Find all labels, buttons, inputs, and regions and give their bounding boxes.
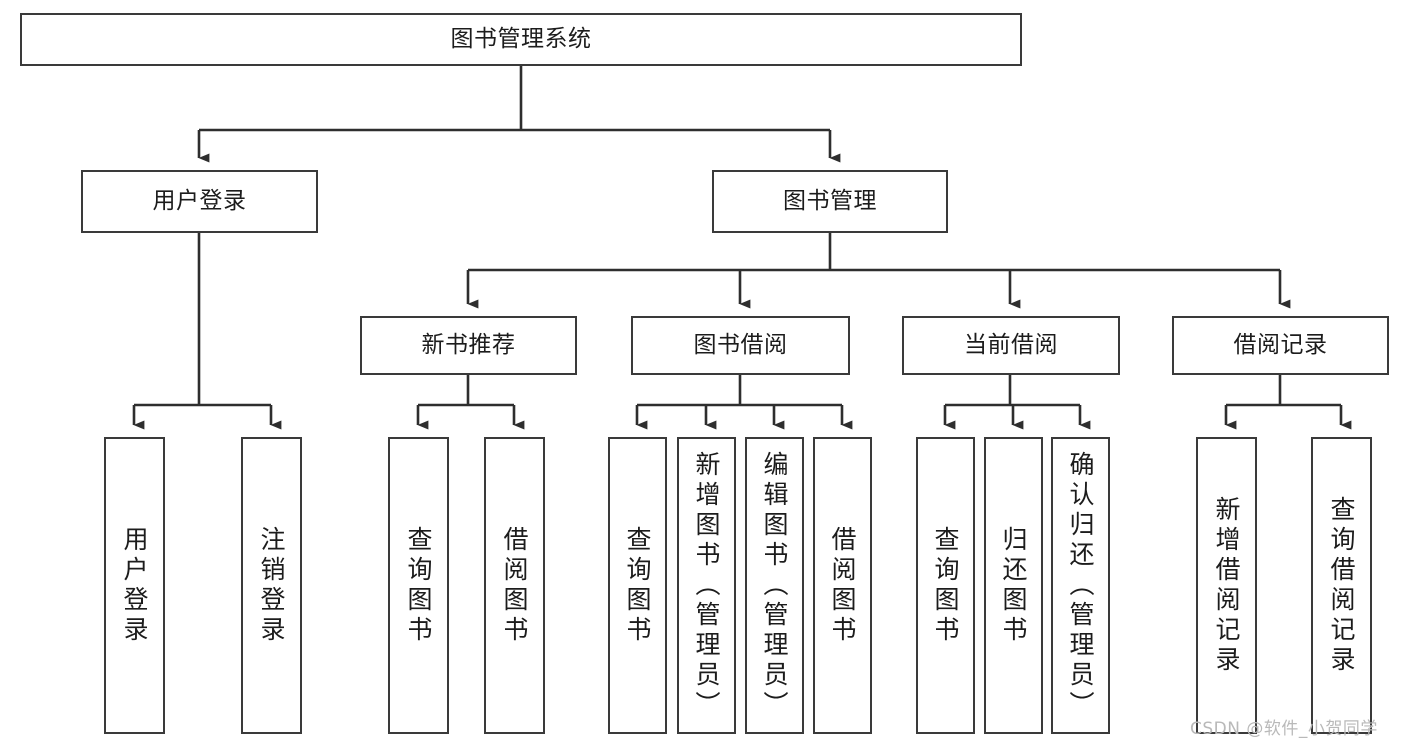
node-leaf-query-book-3[interactable]: 查询图书 bbox=[916, 437, 975, 734]
node-label: 借阅记录 bbox=[1233, 332, 1328, 359]
node-label: 归还图书 bbox=[999, 525, 1028, 646]
node-book-borrow[interactable]: 图书借阅 bbox=[631, 316, 850, 375]
node-new-book-recommend[interactable]: 新书推荐 bbox=[360, 316, 577, 375]
node-label: 确认归还（管理员） bbox=[1066, 450, 1095, 721]
node-user-login[interactable]: 用户登录 bbox=[81, 170, 318, 233]
node-leaf-user-login[interactable]: 用户登录 bbox=[104, 437, 165, 734]
node-book-manage[interactable]: 图书管理 bbox=[712, 170, 948, 233]
node-current-borrow[interactable]: 当前借阅 bbox=[902, 316, 1120, 375]
node-leaf-return-book[interactable]: 归还图书 bbox=[984, 437, 1043, 734]
node-label: 编辑图书（管理员） bbox=[760, 450, 789, 721]
node-label: 借阅图书 bbox=[500, 525, 529, 646]
node-label: 查询借阅记录 bbox=[1327, 495, 1356, 676]
node-borrow-record[interactable]: 借阅记录 bbox=[1172, 316, 1389, 375]
node-label: 新增图书（管理员） bbox=[692, 450, 721, 721]
node-label: 借阅图书 bbox=[828, 525, 857, 646]
node-leaf-edit-book-admin[interactable]: 编辑图书（管理员） bbox=[745, 437, 804, 734]
node-label: 当前借阅 bbox=[964, 332, 1058, 359]
node-label: 注销登录 bbox=[257, 525, 286, 646]
node-label: 用户登录 bbox=[120, 525, 149, 646]
node-leaf-query-book-1[interactable]: 查询图书 bbox=[388, 437, 449, 734]
node-label: 查询图书 bbox=[404, 525, 433, 646]
node-leaf-borrow-book-2[interactable]: 借阅图书 bbox=[813, 437, 872, 734]
node-leaf-logout-login[interactable]: 注销登录 bbox=[241, 437, 302, 734]
node-label: 新增借阅记录 bbox=[1212, 495, 1241, 676]
node-label: 查询图书 bbox=[931, 525, 960, 646]
node-leaf-borrow-book-1[interactable]: 借阅图书 bbox=[484, 437, 545, 734]
node-leaf-confirm-return-admin[interactable]: 确认归还（管理员） bbox=[1051, 437, 1110, 734]
node-leaf-query-borrow-record[interactable]: 查询借阅记录 bbox=[1311, 437, 1372, 734]
node-label: 查询图书 bbox=[623, 525, 652, 646]
node-label: 用户登录 bbox=[152, 188, 247, 215]
node-leaf-add-borrow-record[interactable]: 新增借阅记录 bbox=[1196, 437, 1257, 734]
node-leaf-query-book-2[interactable]: 查询图书 bbox=[608, 437, 667, 734]
node-label: 图书管理系统 bbox=[450, 26, 592, 53]
node-label: 图书借阅 bbox=[693, 332, 788, 359]
node-label: 新书推荐 bbox=[421, 332, 516, 359]
node-root-system[interactable]: 图书管理系统 bbox=[20, 13, 1022, 66]
watermark-text: CSDN @软件_小贺同学 bbox=[1190, 719, 1378, 739]
node-label: 图书管理 bbox=[783, 188, 877, 215]
node-leaf-add-book-admin[interactable]: 新增图书（管理员） bbox=[677, 437, 736, 734]
